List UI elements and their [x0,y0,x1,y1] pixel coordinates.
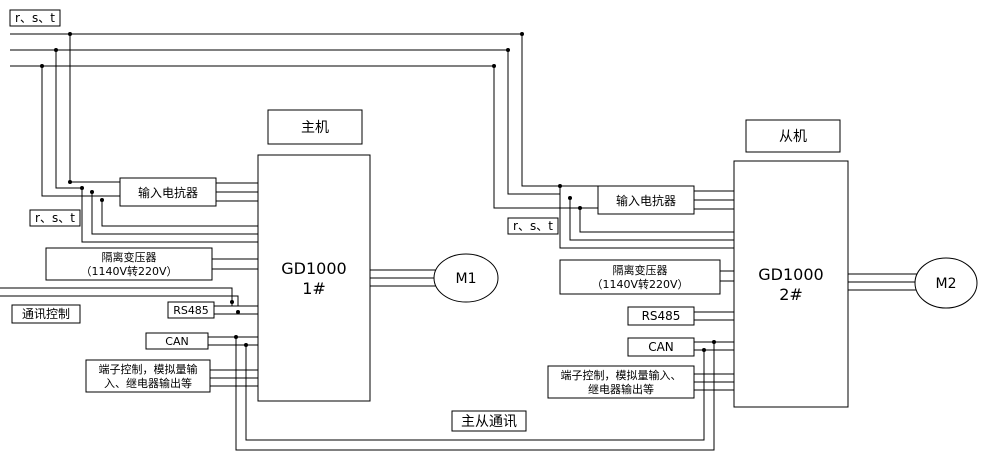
slave-rs485: RS485 [627,306,734,326]
master-slave-link-label: 主从通讯 [451,410,527,432]
master-can: CAN [145,332,258,350]
svg-text:通讯控制: 通讯控制 [22,307,70,321]
motor-m1: M1 [433,253,499,303]
master-terminal-control: 端子控制，模拟量输 入、继电器输出等 [85,359,258,393]
svg-text:r、s、t: r、s、t [35,211,75,225]
svg-text:r、s、t: r、s、t [513,219,553,233]
slave-reactor: 输入电抗器 [597,185,734,215]
svg-text:CAN: CAN [648,340,674,354]
svg-text:（1140V转220V）: （1140V转220V） [591,277,688,291]
slave-drive: GD1000 2# [733,160,849,408]
slave-supply-label: r、s、t [507,217,559,235]
slave-transformer: 隔离变压器 （1140V转220V） [559,259,734,295]
svg-text:RS485: RS485 [642,309,681,323]
slave-motor-output [848,273,918,291]
slave-supply-drops [493,34,734,249]
motor-m1-label: M1 [456,271,477,287]
slave-title: 从机 [779,129,807,145]
master-motor-output [370,269,440,287]
slave-can: CAN [627,337,734,357]
slave-drive-id: 2# [779,285,803,304]
svg-text:主从通讯: 主从通讯 [461,414,517,430]
svg-text:隔离变压器: 隔离变压器 [102,250,157,264]
slave-reactor-label: 输入电抗器 [616,193,676,208]
supply-label-text: r、s、t [15,11,55,25]
supply-label-top: r、s、t [9,9,61,27]
supply-bus [10,32,524,68]
slave-terminal-control: 端子控制，模拟量输入、 继电器输出等 [547,365,734,399]
master-drive-name: GD1000 [281,259,346,278]
svg-text:隔离变压器: 隔离变压器 [613,263,668,277]
master-slave-link [235,337,715,451]
master-reactor-label: 输入电抗器 [138,185,198,200]
master-supply-label: r、s、t [29,209,81,227]
svg-text:CAN: CAN [165,335,188,348]
master-comm-control-label: 通讯控制 [11,304,81,324]
svg-text:RS485: RS485 [173,304,209,317]
master-title: 主机 [301,120,329,136]
master-title-box: 主机 [267,109,363,145]
slave-drive-name: GD1000 [758,265,823,284]
svg-text:继电器输出等: 继电器输出等 [588,382,654,396]
master-supply-drops [41,34,258,243]
slave-title-box: 从机 [745,119,841,153]
master-drive: GD1000 1# [257,154,371,402]
svg-text:端子控制，模拟量输入、: 端子控制，模拟量输入、 [561,368,682,382]
svg-text:（1140V转220V）: （1140V转220V） [80,264,177,278]
svg-text:端子控制，模拟量输: 端子控制，模拟量输 [99,362,198,376]
master-comm-control-lines [0,287,240,314]
master-rs485: RS485 [167,301,258,319]
svg-text:入、继电器输出等: 入、继电器输出等 [104,376,192,390]
master-drive-id: 1# [302,279,326,298]
motor-m2-label: M2 [936,276,957,292]
motor-m2: M2 [914,257,978,309]
master-reactor: 输入电抗器 [119,177,258,207]
master-transformer: 隔离变压器 （1140V转220V） [45,247,258,281]
